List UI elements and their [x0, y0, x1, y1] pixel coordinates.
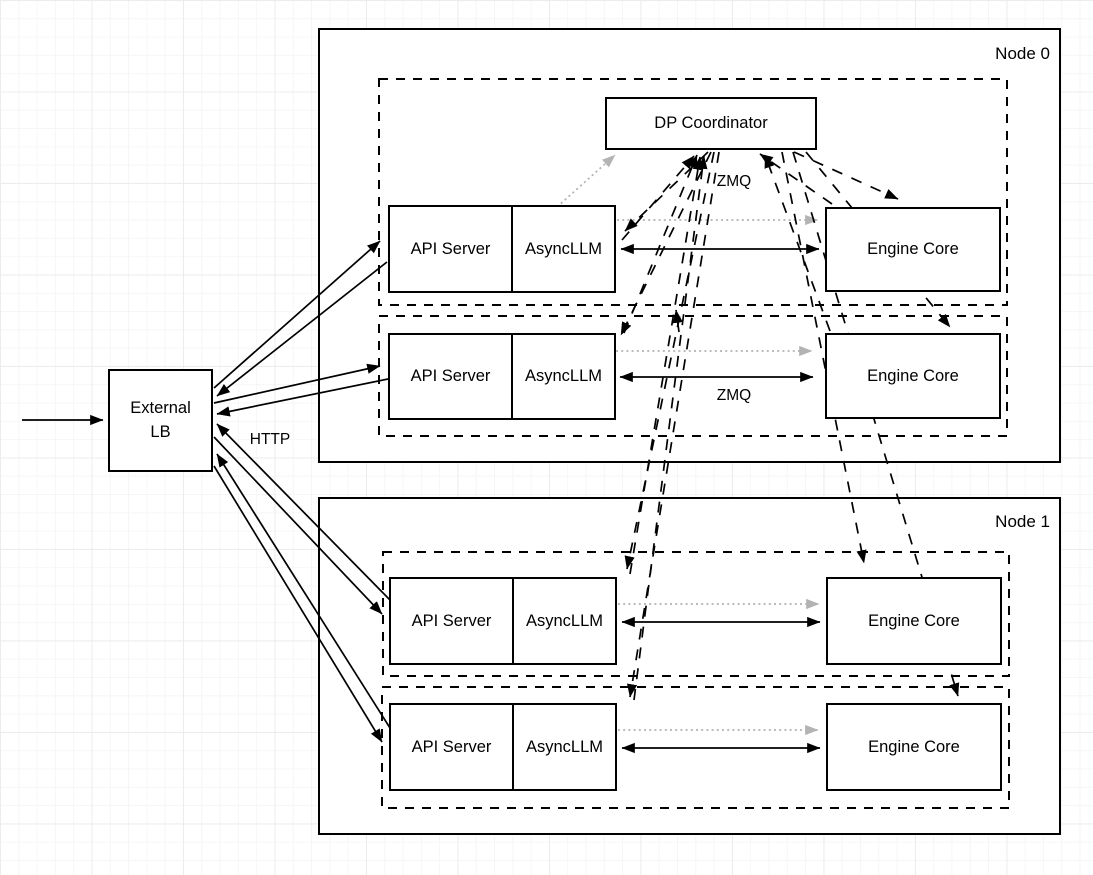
- node1-row2-engine-core: Engine Core: [826, 703, 1002, 791]
- node1-row2-apiserver-asyncllm: API Server AsyncLLM: [389, 703, 617, 791]
- async-llm-label: AsyncLLM: [512, 579, 615, 663]
- zmq-coordinator-label: ZMQ: [716, 173, 752, 190]
- engine-core-label: Engine Core: [867, 240, 959, 258]
- node0-row1-apiserver-asyncllm: API Server AsyncLLM: [388, 205, 616, 293]
- engine-core-label: Engine Core: [867, 366, 959, 385]
- external-lb-box: External LB: [108, 369, 213, 472]
- node1-row1-engine-core: Engine Core: [826, 577, 1002, 665]
- node0-row1-engine-core: Engine Core: [825, 207, 1001, 292]
- api-server-label: API Server: [410, 239, 491, 258]
- dp-coordinator-box: DP Coordinator: [605, 97, 817, 150]
- node1-row1-apiserver-asyncllm: API Server AsyncLLM: [389, 577, 617, 665]
- api-server-label: API Server: [411, 611, 492, 630]
- engine-core-label: Engine Core: [868, 611, 960, 630]
- node0-label: Node 0: [995, 44, 1050, 63]
- async-llm-label: AsyncLLM: [511, 335, 614, 418]
- dp-coordinator-label: DP Coordinator: [654, 114, 768, 132]
- node0-row2-apiserver-asyncllm: API Server AsyncLLM: [388, 333, 616, 420]
- api-server-label: API Server: [411, 737, 492, 756]
- zmq-row-label: ZMQ: [716, 387, 752, 404]
- api-server-label: API Server: [410, 367, 491, 385]
- http-edge-label: HTTP: [249, 431, 291, 448]
- async-llm-label: AsyncLLM: [511, 207, 614, 291]
- external-lb-label: External LB: [130, 398, 191, 441]
- node0-row2-engine-core: Engine Core: [825, 333, 1001, 419]
- engine-core-label: Engine Core: [868, 737, 960, 756]
- async-llm-label: AsyncLLM: [512, 705, 615, 789]
- node1-label: Node 1: [995, 512, 1050, 531]
